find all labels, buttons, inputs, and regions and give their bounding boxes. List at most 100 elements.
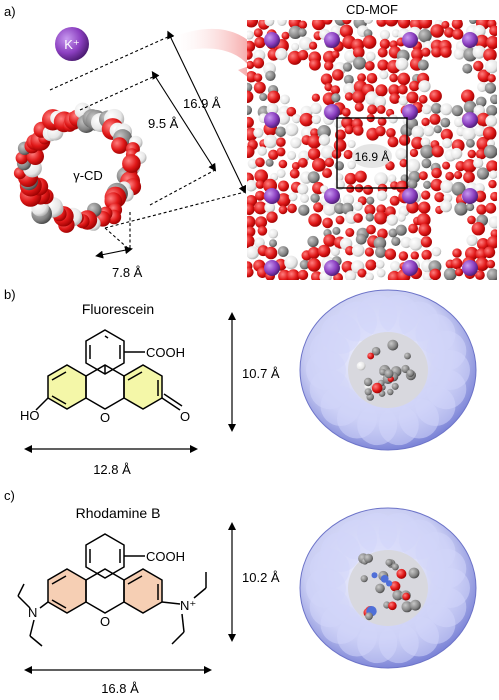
mof-atom xyxy=(299,112,314,127)
mof-atom xyxy=(266,211,278,223)
mof-atom xyxy=(267,90,281,104)
mof-potassium xyxy=(402,32,418,48)
mof-atom xyxy=(284,255,298,270)
mof-atom xyxy=(247,116,254,128)
mof-atom xyxy=(411,125,425,139)
fluorescein-name: Fluorescein xyxy=(82,301,154,317)
mof-atom xyxy=(353,213,363,223)
mof-atom xyxy=(247,226,256,237)
mof-atom xyxy=(247,30,254,40)
mof-atom xyxy=(411,48,424,61)
potassium-label: K⁺ xyxy=(64,37,80,52)
mof-atom xyxy=(310,102,322,114)
mof-atom xyxy=(416,213,431,227)
mof-atom xyxy=(275,126,287,138)
mof-atom xyxy=(462,126,476,141)
mof-potassium xyxy=(324,188,340,204)
mof-atom xyxy=(254,36,266,49)
mof-atom xyxy=(452,28,464,40)
mof-atom xyxy=(322,217,333,229)
guest-atom xyxy=(410,599,421,611)
mof-atom xyxy=(423,180,432,189)
mof-atom xyxy=(462,159,477,173)
mof-atom xyxy=(384,20,399,27)
mof-atom xyxy=(276,147,286,157)
mof-atom xyxy=(363,20,374,24)
mof-atom xyxy=(429,89,442,103)
mof-atom xyxy=(440,128,453,141)
rhodamine-structure xyxy=(17,533,207,647)
mof-atom xyxy=(347,160,356,170)
mof-atom xyxy=(477,238,490,251)
dim-rim-arrow xyxy=(95,246,133,259)
mof-atom xyxy=(391,236,401,246)
mof-atom xyxy=(268,228,279,239)
guest-atom xyxy=(402,592,411,601)
mof-atom xyxy=(265,158,274,167)
mof-atom xyxy=(469,20,477,24)
mof-atom xyxy=(399,134,411,146)
mof-atom xyxy=(344,125,354,135)
mof-atom xyxy=(463,171,475,184)
mof-atom xyxy=(247,179,257,192)
unit-cell-label: 16.9 Å xyxy=(355,149,390,164)
mof-atom xyxy=(375,246,387,258)
mof-atom xyxy=(247,215,256,229)
guest-atom xyxy=(386,580,393,587)
mof-atom xyxy=(344,270,357,280)
mof-atom xyxy=(255,157,265,168)
mof-atom xyxy=(278,159,288,169)
mof-atom xyxy=(330,85,341,95)
mof-atom xyxy=(264,246,278,260)
mof-atom xyxy=(376,190,388,201)
mof-atom xyxy=(379,29,390,40)
mof-atom xyxy=(331,50,340,59)
mof-atom xyxy=(320,73,333,86)
mof-atom xyxy=(420,236,432,248)
mof-atom xyxy=(347,140,356,148)
mof-atom xyxy=(280,94,290,105)
mof-atom xyxy=(386,128,396,138)
mof-atom xyxy=(387,174,397,183)
mof-atom xyxy=(310,193,320,203)
mof-atom xyxy=(334,119,343,129)
mof-atom xyxy=(355,233,367,245)
mof-atom xyxy=(247,234,255,249)
mof-potassium xyxy=(462,112,478,128)
guest-atom xyxy=(371,572,378,579)
mof-potassium xyxy=(264,112,280,128)
mof-atom xyxy=(488,179,497,189)
mof-atom xyxy=(366,224,376,235)
mof-atom xyxy=(364,247,374,257)
mof-atom xyxy=(430,24,445,38)
mof-atom xyxy=(466,234,478,246)
mof-atom xyxy=(431,167,442,179)
panel-c: c) Rhodamine B xyxy=(4,488,477,696)
mof-atom xyxy=(389,195,400,206)
dim-inner-arrow xyxy=(151,70,217,172)
mof-atom xyxy=(298,204,310,216)
mof-atom xyxy=(297,269,309,280)
mof-atom xyxy=(477,69,491,83)
mof-atom xyxy=(366,196,375,205)
guest-atom xyxy=(365,612,373,621)
mof-atom xyxy=(454,202,468,216)
fluorescein-keto-o: O xyxy=(180,409,190,424)
mof-atom xyxy=(324,61,334,71)
mof-potassium xyxy=(324,104,340,120)
mof-atom xyxy=(440,180,454,193)
mof-atom xyxy=(376,20,387,27)
mof-atom xyxy=(418,223,432,237)
mof-atom xyxy=(376,268,386,278)
mof-atom xyxy=(290,137,302,149)
mof-atom xyxy=(320,145,335,160)
mof-atom xyxy=(353,46,365,59)
mof-atom xyxy=(323,202,336,216)
mof-atom xyxy=(339,24,353,38)
mof-atom xyxy=(445,171,455,181)
mof-atom xyxy=(455,161,466,172)
mof-atom xyxy=(253,127,264,138)
mof-atom xyxy=(298,157,308,168)
mof-atom xyxy=(276,137,286,147)
